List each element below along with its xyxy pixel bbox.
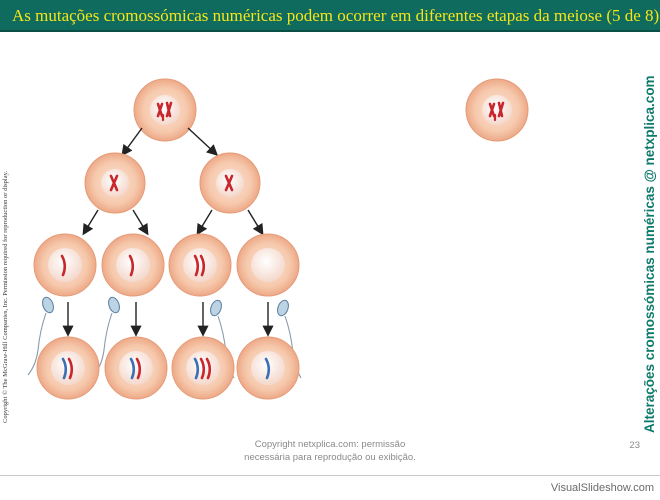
copyright-notice: Copyright © The McGraw-Hill Companies, I…	[2, 73, 12, 423]
parent-cell	[134, 79, 196, 141]
arrow-l2-2	[133, 210, 147, 233]
zygote-cell-1	[37, 337, 99, 399]
gamete-cell-1	[34, 234, 96, 296]
meiosis-one-cell-left	[85, 153, 145, 213]
arrow-parent-right	[188, 128, 216, 154]
footer-copyright: Copyright netxplica.com: permissão neces…	[230, 438, 430, 464]
zygote-cell-2	[105, 337, 167, 399]
meiosis-diagram	[20, 70, 620, 410]
side-caption: Alterações cromossómicas numéricas @ net…	[642, 113, 660, 433]
watermark: VisualSlideshow.com	[520, 482, 654, 494]
gamete-cell-4	[237, 234, 299, 296]
zygote-cell-4	[237, 337, 299, 399]
reference-cell	[466, 79, 528, 141]
zygote-cell-3	[172, 337, 234, 399]
gamete-cell-3	[169, 234, 231, 296]
slide-title: As mutações cromossómicas numéricas pode…	[12, 6, 660, 26]
arrow-parent-left	[123, 128, 142, 154]
bottom-divider	[0, 475, 660, 476]
arrow-l2-4	[248, 210, 262, 233]
page-number: 23	[600, 440, 640, 451]
title-bar: As mutações cromossómicas numéricas pode…	[0, 0, 660, 32]
arrow-l2-3	[198, 210, 212, 233]
arrow-l2-1	[84, 210, 98, 233]
meiosis-one-cell-right	[200, 153, 260, 213]
footer-line-2: necessária para reprodução ou exibição.	[230, 451, 430, 464]
footer-line-1: Copyright netxplica.com: permissão	[230, 438, 430, 451]
gamete-cell-2	[102, 234, 164, 296]
